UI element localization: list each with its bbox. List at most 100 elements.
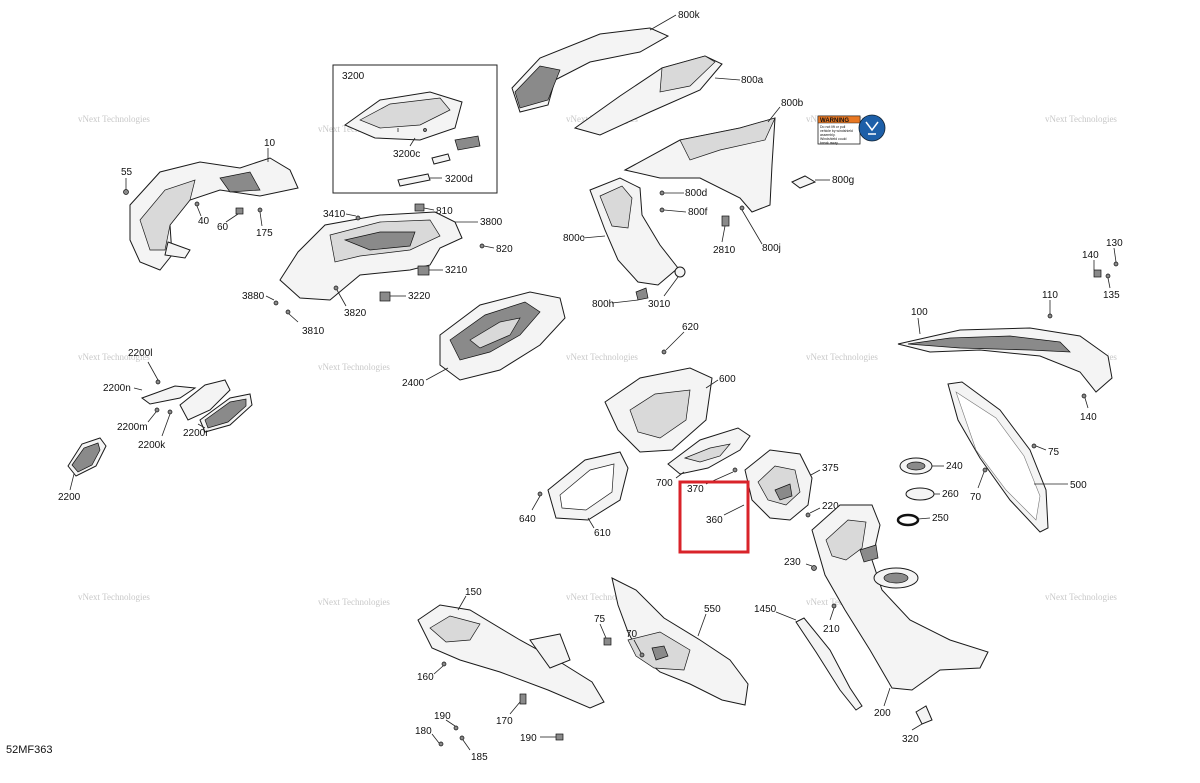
part-40[interactable]: 40 <box>194 201 210 227</box>
part-3880[interactable]: 3880 <box>242 291 279 306</box>
part-800h[interactable]: 800h <box>592 287 649 310</box>
part-label: 2810 <box>713 245 736 256</box>
part-100[interactable]: 100 <box>897 307 1113 393</box>
part-75-bottom[interactable]: 75 <box>594 614 612 646</box>
watermark: vNext Technologies <box>566 352 638 362</box>
highlight-box <box>678 480 750 554</box>
part-label: 75 <box>1048 447 1060 458</box>
part-label: 70 <box>970 492 982 503</box>
part-label: 240 <box>946 461 963 472</box>
part-210[interactable]: 210 <box>823 603 840 635</box>
part-label: 500 <box>1070 480 1087 491</box>
part-2200[interactable]: 2200 <box>58 437 107 503</box>
part-label: 2200m <box>117 422 148 433</box>
part-130[interactable]: 130 <box>1106 238 1123 267</box>
part-220[interactable]: 220 <box>805 501 839 518</box>
part-label: 800g <box>832 175 854 186</box>
part-label: 10 <box>264 138 276 149</box>
part-2400[interactable]: 2400 <box>402 291 566 389</box>
part-3810[interactable]: 3810 <box>285 309 325 337</box>
part-2200k[interactable]: 2200k <box>138 409 173 451</box>
part-640[interactable]: 640 <box>519 491 543 525</box>
part-2200r[interactable]: 2200r <box>179 379 253 439</box>
part-800b[interactable]: 800b <box>623 98 804 213</box>
part-3010[interactable]: 3010 <box>648 266 686 310</box>
part-800d[interactable]: 800d <box>659 188 707 199</box>
part-185[interactable]: 185 <box>459 735 488 763</box>
part-70-right[interactable]: 70 <box>970 467 988 503</box>
part-label: 2200n <box>103 383 131 394</box>
part-2810[interactable]: 2810 <box>713 215 736 256</box>
part-55[interactable]: 55 <box>121 167 133 195</box>
part-170[interactable]: 170 <box>496 693 527 727</box>
part-2200l[interactable]: 2200l <box>128 348 161 385</box>
part-550[interactable]: 550 <box>611 577 749 706</box>
part-800g[interactable]: 800g <box>791 175 854 189</box>
part-60[interactable]: 60 <box>217 207 244 233</box>
part-800a[interactable]: 800a <box>573 55 764 136</box>
part-175[interactable]: 175 <box>256 207 273 239</box>
watermark: vNext Technologies <box>78 352 150 362</box>
part-label: 3810 <box>302 326 325 337</box>
part-label: 800d <box>685 188 707 199</box>
part-360[interactable]: 360 <box>706 449 813 526</box>
part-label: 40 <box>198 216 210 227</box>
part-150[interactable]: 150 <box>417 587 605 709</box>
part-800f[interactable]: 800f <box>659 207 708 218</box>
part-180[interactable]: 180 <box>415 726 444 747</box>
part-610[interactable]: 610 <box>547 451 629 539</box>
part-3220[interactable]: 3220 <box>379 291 431 302</box>
part-3800[interactable]: 3800 <box>279 211 503 301</box>
part-250[interactable]: 250 <box>896 513 949 527</box>
part-75-right[interactable]: 75 <box>1031 443 1060 458</box>
part-label: 320 <box>902 734 919 745</box>
part-810[interactable]: 810 <box>414 203 453 217</box>
part-2200m[interactable]: 2200m <box>117 407 160 433</box>
part-3410[interactable]: 3410 <box>323 209 361 221</box>
part-620[interactable]: 620 <box>661 322 699 355</box>
part-label: 800j <box>762 243 781 254</box>
warning-text: Windshield could <box>820 137 847 141</box>
part-230[interactable]: 230 <box>784 557 817 571</box>
part-140-top[interactable]: 140 <box>1082 250 1102 278</box>
watermark: vNext Technologies <box>566 592 638 602</box>
part-70-bottom[interactable]: 70 <box>626 629 645 658</box>
part-label: 2200k <box>138 440 166 451</box>
part-label: 820 <box>496 244 513 255</box>
part-700[interactable]: 700 <box>656 427 751 489</box>
part-190-left[interactable]: 190 <box>434 711 459 731</box>
part-160[interactable]: 160 <box>417 661 447 683</box>
part-800j[interactable]: 800j <box>739 205 781 254</box>
part-label: 2200l <box>128 348 152 359</box>
part-label: 210 <box>823 624 840 635</box>
part-260[interactable]: 260 <box>905 487 959 501</box>
part-label: 250 <box>932 513 949 524</box>
part-3210[interactable]: 3210 <box>417 265 468 276</box>
part-1450[interactable]: 1450 <box>754 604 863 711</box>
watermark: vNext Technologies <box>1045 114 1117 124</box>
part-label: 2200r <box>183 428 209 439</box>
part-label: 800h <box>592 299 614 310</box>
part-600[interactable]: 600 <box>604 367 736 453</box>
watermark: vNext Technologies <box>78 114 150 124</box>
part-500[interactable]: 500 <box>947 381 1087 533</box>
part-140-bottom[interactable]: 140 <box>1080 393 1097 423</box>
part-135[interactable]: 135 <box>1103 273 1120 301</box>
part-label: 800f <box>688 207 708 218</box>
part-label: 800b <box>781 98 804 109</box>
part-label: 220 <box>822 501 839 512</box>
part-820[interactable]: 820 <box>479 243 513 255</box>
part-10[interactable]: 10 <box>129 138 299 271</box>
part-800k[interactable]: 800k <box>511 10 701 113</box>
part-190-bottom[interactable]: 190 <box>520 733 564 744</box>
part-label: 190 <box>520 733 537 744</box>
part-2200n[interactable]: 2200n <box>103 383 197 405</box>
part-320[interactable]: 320 <box>902 705 933 745</box>
part-label: 640 <box>519 514 536 525</box>
part-3820[interactable]: 3820 <box>333 285 367 319</box>
part-200[interactable]: 200 <box>811 504 989 719</box>
part-240[interactable]: 240 <box>899 457 963 475</box>
part-110[interactable]: 110 <box>1042 290 1058 319</box>
warning-heading: WARNING <box>820 118 849 124</box>
